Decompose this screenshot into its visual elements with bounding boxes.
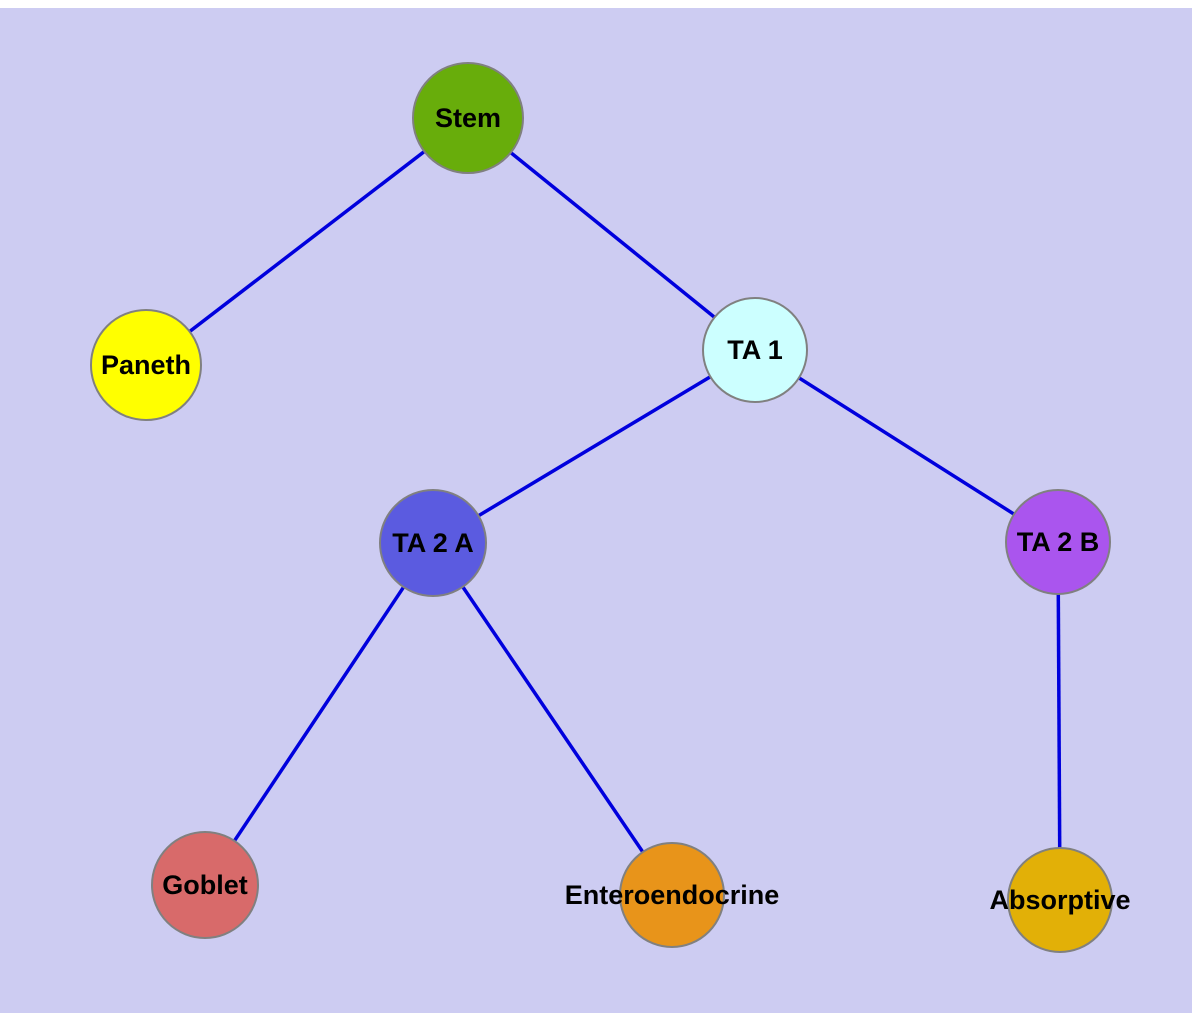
edge-ta2a-goblet xyxy=(203,542,435,886)
edge-ta2a-enteroendocrine xyxy=(431,542,674,896)
node-stem[interactable] xyxy=(412,62,524,174)
edge-stem-ta1 xyxy=(466,116,757,352)
nodes-layer xyxy=(90,62,1113,953)
edges-layer xyxy=(144,116,1062,901)
node-ta1[interactable] xyxy=(702,297,808,403)
edge-ta2b-absorptive xyxy=(1056,541,1062,901)
edge-ta1-ta2a xyxy=(432,348,756,545)
node-absorptive[interactable] xyxy=(1007,847,1113,953)
node-ta2a[interactable] xyxy=(379,489,487,597)
node-ta2b[interactable] xyxy=(1005,489,1111,595)
node-paneth[interactable] xyxy=(90,309,202,421)
node-goblet[interactable] xyxy=(151,831,259,939)
node-enteroendocrine[interactable] xyxy=(619,842,725,948)
edge-stem-paneth xyxy=(144,116,470,367)
edge-ta1-ta2b xyxy=(754,348,1059,544)
